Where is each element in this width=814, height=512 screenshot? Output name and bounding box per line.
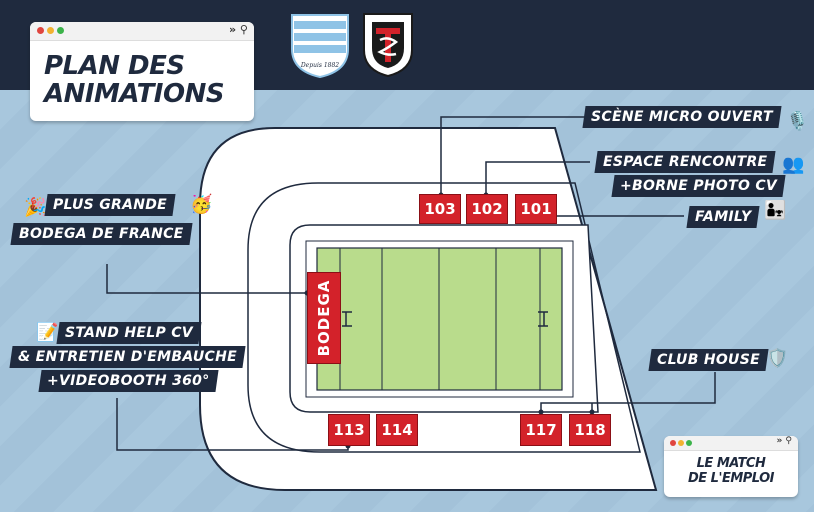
label-bodega-de-france[interactable]: BODEGA DE FRANCE (10, 223, 193, 245)
party-popper-icon: 🎉 (24, 197, 47, 218)
section-101[interactable]: 101 (515, 194, 557, 224)
section-118[interactable]: 118 (569, 414, 611, 446)
party-face-icon: 🥳 (190, 194, 213, 215)
label-scene-micro[interactable]: SCÈNE MICRO OUVERT (582, 106, 782, 128)
section-117[interactable]: 117 (520, 414, 562, 446)
page-title: PLAN DES ANIMATIONS (44, 51, 225, 109)
label-espace-rencontre[interactable]: ESPACE RENCONTRE (594, 151, 776, 173)
racing-logo: Depuis 1882 (291, 14, 349, 79)
people-icon: 👥 (782, 154, 805, 175)
window-controls-icon: » ⚲ (776, 436, 792, 446)
maximize-dot-icon (57, 27, 64, 34)
section-bodega-label: BODEGA (315, 279, 333, 357)
label-entretien[interactable]: & ENTRETIEN D'EMBAUCHE (9, 346, 246, 368)
label-plus-grande[interactable]: PLUS GRANDE (44, 194, 176, 216)
toulouse-logo (363, 13, 413, 78)
memo-icon: 📝 (36, 322, 59, 343)
minimize-dot-icon (47, 27, 54, 34)
page-title-line2: ANIMATIONS (44, 79, 225, 109)
maximize-dot-icon (686, 440, 692, 446)
shield-icon: 🛡️ (766, 348, 789, 369)
section-114[interactable]: 114 (376, 414, 418, 446)
minimize-dot-icon (678, 440, 684, 446)
racing-logo-text: Depuis 1882 (300, 62, 339, 69)
event-badge-line1: LE MATCH (696, 456, 766, 471)
label-club-house[interactable]: CLUB HOUSE (648, 349, 769, 371)
label-family[interactable]: FAMILY (686, 206, 760, 228)
section-bodega[interactable]: BODEGA (307, 272, 341, 364)
label-borne-photo[interactable]: +BORNE PHOTO CV (611, 175, 786, 197)
event-badge-line2: DE L'EMPLOI (687, 471, 775, 486)
close-dot-icon (37, 27, 44, 34)
label-stand-help[interactable]: STAND HELP CV (56, 322, 202, 344)
section-103[interactable]: 103 (419, 194, 461, 224)
event-badge-window: » ⚲ LE MATCH DE L'EMPLOI (664, 436, 798, 497)
label-videobooth[interactable]: +VIDEOBOOTH 360° (38, 370, 219, 392)
close-dot-icon (670, 440, 676, 446)
family-icon: 👨‍👧 (764, 200, 787, 221)
microphone-icon: 🎙️ (786, 111, 809, 132)
title-window: » ⚲ PLAN DES ANIMATIONS (30, 22, 254, 121)
badge-window-bar: » ⚲ (664, 436, 798, 451)
section-113[interactable]: 113 (328, 414, 370, 446)
section-102[interactable]: 102 (466, 194, 508, 224)
stadium-middle-ring (247, 182, 641, 453)
title-window-bar: » ⚲ (30, 22, 254, 41)
event-badge-text: LE MATCH DE L'EMPLOI (672, 456, 790, 486)
page-title-line1: PLAN DES (44, 51, 185, 81)
window-controls-icon: » ⚲ (229, 23, 248, 36)
